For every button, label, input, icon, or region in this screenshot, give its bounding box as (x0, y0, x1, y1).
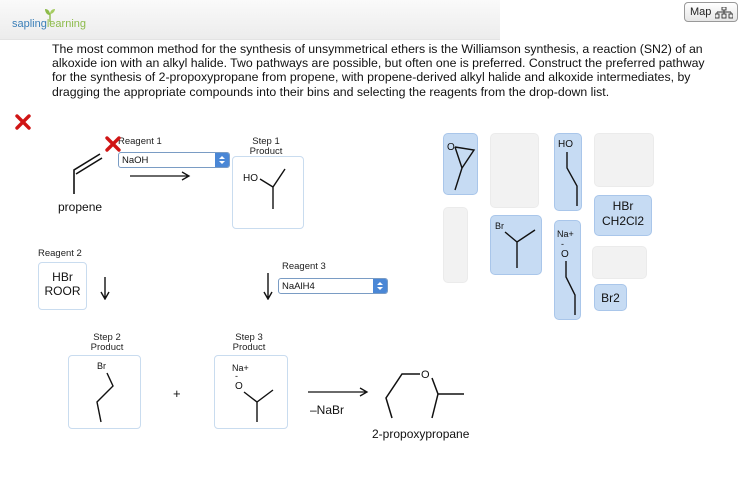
step3-bin[interactable]: Na+ - O (214, 355, 288, 429)
reagent2-line1: HBr (52, 270, 73, 284)
reagent2-label: Reagent 2 (38, 248, 82, 259)
product-label: 2-propoxypropane (372, 427, 470, 441)
step1-bin[interactable]: HO (232, 156, 304, 229)
tile-propylene-oxide[interactable]: O (443, 133, 478, 195)
tile-sodium-propoxide[interactable]: Na+ - O (554, 220, 581, 320)
2-bromopropane-structure: Br (495, 221, 536, 268)
plus-sign: + (173, 386, 181, 401)
atom-o: O (561, 249, 569, 260)
tile-1-propanol[interactable]: HO (554, 133, 582, 211)
reagent1-label: Reagent 1 (118, 136, 162, 147)
atom-ho: HO (243, 173, 258, 184)
atom-na: Na+ (232, 363, 249, 373)
logo-text-a: sapling (12, 18, 47, 30)
1-propanol-structure: HO (558, 139, 578, 206)
atom-br: Br (495, 221, 504, 231)
sapling-logo: saplinglearning (12, 18, 86, 30)
reagent2-line2: ROOR (44, 284, 81, 298)
map-button[interactable]: Map (684, 2, 738, 22)
step1-label: Step 1 Product (249, 136, 283, 157)
incorrect-x-icon (105, 136, 121, 152)
tile-br2[interactable]: Br2 (594, 284, 627, 311)
atom-minus: - (561, 239, 564, 249)
down-arrow-2 (100, 277, 110, 300)
2-propoxypropane-structure: O (385, 369, 464, 419)
atom-o: O (235, 381, 243, 392)
tile-hbr-ch2cl2[interactable]: HBr CH2Cl2 (594, 195, 652, 236)
atom-br: Br (97, 361, 106, 371)
sodium-propoxide-structure: Na+ - O (557, 229, 576, 315)
select-arrows-icon (215, 153, 229, 167)
propylene-oxide-structure: O (447, 142, 476, 191)
empty-slot[interactable] (592, 246, 647, 279)
reagent3-select[interactable]: NaAlH4 (278, 278, 388, 294)
step2-bin[interactable]: Br (68, 355, 141, 429)
reagent1-select[interactable]: NaOH (118, 152, 230, 168)
empty-slot[interactable] (443, 207, 468, 283)
propene-label: propene (58, 200, 103, 214)
reagent3-value: NaAlH4 (282, 281, 315, 292)
sapling-leaf-icon (45, 9, 55, 22)
sodium-isopropoxide-structure: Na+ - O (232, 363, 274, 422)
tile-2-bromopropane[interactable]: Br (490, 215, 542, 275)
reaction-arrow-final (308, 387, 369, 397)
select-arrows-icon (373, 279, 387, 293)
sitemap-icon (715, 7, 733, 19)
step2-label: Step 2 Product (90, 332, 124, 353)
reagent1-value: NaOH (122, 155, 149, 166)
propene-structure (73, 153, 103, 194)
logo-text-b: learning (46, 18, 86, 30)
isopropanol-structure: HO (243, 168, 286, 209)
tile-hbr-line1: HBr (612, 199, 634, 213)
question-text: The most common method for the synthesis… (52, 42, 705, 99)
incorrect-x-icon (15, 114, 31, 130)
down-arrow-3 (263, 273, 273, 300)
tile-hbr-line2: CH2Cl2 (601, 214, 644, 228)
empty-slot[interactable] (594, 133, 654, 187)
byproduct-label: –NaBr (310, 403, 345, 417)
map-button-label: Map (690, 6, 712, 18)
reaction-arrow-1 (130, 171, 191, 181)
atom-o: O (447, 142, 455, 153)
header-bar (0, 0, 500, 40)
atom-o: O (421, 369, 430, 381)
atom-ho: HO (558, 139, 573, 150)
step3-label: Step 3 Product (232, 332, 266, 353)
reagent2-bin[interactable]: HBr ROOR (38, 262, 87, 310)
tile-br2-label: Br2 (601, 291, 620, 305)
atom-minus: - (235, 371, 238, 381)
atom-na: Na+ (557, 229, 574, 239)
empty-slot[interactable] (490, 133, 539, 208)
reagent3-label: Reagent 3 (282, 261, 326, 272)
1-bromopropane-structure: Br (96, 361, 114, 423)
